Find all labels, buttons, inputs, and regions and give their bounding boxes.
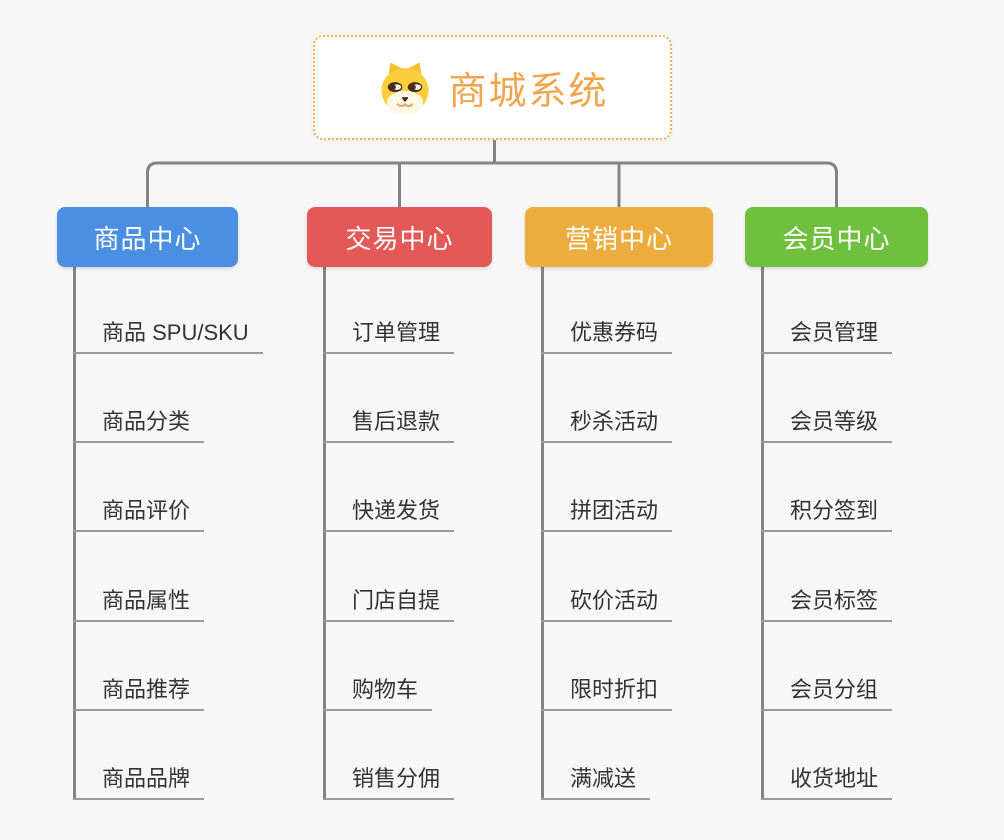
leaf-node-marketing-center-0[interactable]: 优惠券码 bbox=[541, 308, 673, 354]
leaf-node-trade-center-0[interactable]: 订单管理 bbox=[323, 308, 455, 354]
root-node[interactable]: 商城系统 bbox=[313, 35, 672, 140]
leaf-node-member-center-2[interactable]: 积分签到 bbox=[761, 486, 893, 532]
root-title: 商城系统 bbox=[448, 71, 609, 113]
dog-icon bbox=[376, 59, 434, 117]
leaf-node-marketing-center-4[interactable]: 限时折扣 bbox=[541, 665, 673, 711]
leaf-node-trade-center-4[interactable]: 购物车 bbox=[323, 665, 433, 711]
leaf-node-product-center-2[interactable]: 商品评价 bbox=[73, 486, 205, 532]
leaf-node-trade-center-2[interactable]: 快递发货 bbox=[323, 486, 455, 532]
leaf-node-member-center-3[interactable]: 会员标签 bbox=[761, 576, 893, 622]
leaf-node-trade-center-1[interactable]: 售后退款 bbox=[323, 397, 455, 443]
leaf-node-member-center-1[interactable]: 会员等级 bbox=[761, 397, 893, 443]
leaf-node-marketing-center-2[interactable]: 拼团活动 bbox=[541, 486, 673, 532]
leaf-node-trade-center-5[interactable]: 销售分佣 bbox=[323, 754, 455, 800]
leaf-node-product-center-0[interactable]: 商品 SPU/SKU bbox=[73, 308, 263, 354]
leaf-node-marketing-center-3[interactable]: 砍价活动 bbox=[541, 576, 673, 622]
leaf-node-member-center-4[interactable]: 会员分组 bbox=[761, 665, 893, 711]
leaf-node-marketing-center-5[interactable]: 满减送 bbox=[541, 754, 651, 800]
branch-node-product-center[interactable]: 商品中心 bbox=[57, 207, 238, 267]
leaf-node-member-center-5[interactable]: 收货地址 bbox=[761, 754, 893, 800]
leaf-node-trade-center-3[interactable]: 门店自提 bbox=[323, 576, 455, 622]
leaf-node-product-center-4[interactable]: 商品推荐 bbox=[73, 665, 205, 711]
branch-node-member-center[interactable]: 会员中心 bbox=[745, 207, 928, 267]
leaf-node-product-center-3[interactable]: 商品属性 bbox=[73, 576, 205, 622]
leaf-node-product-center-5[interactable]: 商品品牌 bbox=[73, 754, 205, 800]
branch-node-marketing-center[interactable]: 营销中心 bbox=[525, 207, 713, 267]
leaf-node-member-center-0[interactable]: 会员管理 bbox=[761, 308, 893, 354]
leaf-node-product-center-1[interactable]: 商品分类 bbox=[73, 397, 205, 443]
branch-node-trade-center[interactable]: 交易中心 bbox=[307, 207, 492, 267]
leaf-node-marketing-center-1[interactable]: 秒杀活动 bbox=[541, 397, 673, 443]
